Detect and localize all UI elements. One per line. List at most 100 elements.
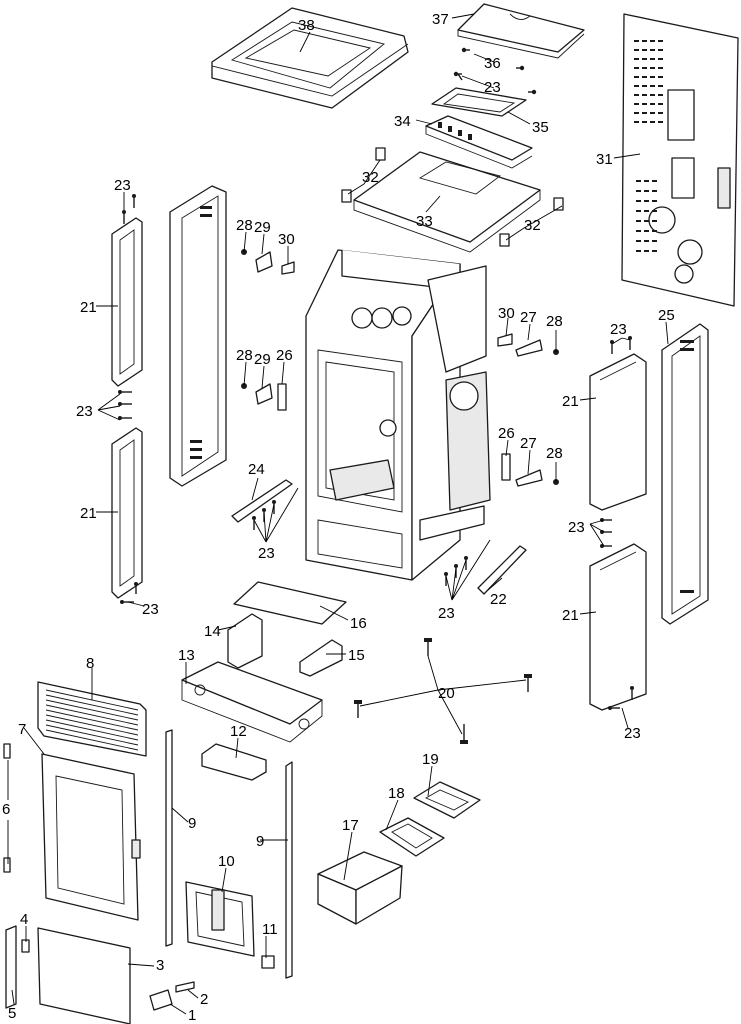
part-21-left-frame-upper xyxy=(111,217,143,387)
rear-vent-slot xyxy=(650,112,655,114)
rear-vent-slot xyxy=(634,103,639,105)
callout-16: 16 xyxy=(350,615,367,632)
rear-vent-slot xyxy=(658,58,663,60)
rear-vent-slot xyxy=(644,190,649,192)
callout-15: 15 xyxy=(348,647,365,664)
part-1-latch xyxy=(149,989,173,1011)
part-35-gasket xyxy=(431,87,527,117)
callout-23a: 23 xyxy=(114,177,131,194)
rear-vent-slot xyxy=(650,58,655,60)
callout-27a: 27 xyxy=(520,309,537,326)
callout-1: 1 xyxy=(188,1007,196,1024)
part-33-top-frame xyxy=(353,151,541,253)
part-17-ash-pan xyxy=(317,851,403,925)
callout-32a: 32 xyxy=(362,169,379,186)
rear-vent-slot xyxy=(644,220,649,222)
rear-vent-slot xyxy=(652,190,657,192)
callout-2: 2 xyxy=(200,991,208,1008)
rear-vent-slot xyxy=(658,85,663,87)
part-20-feet xyxy=(354,638,532,744)
part-16-plate xyxy=(233,581,347,625)
rear-vent-slot xyxy=(652,250,657,252)
rear-vent-slot xyxy=(644,180,649,182)
part-2-pin xyxy=(175,981,195,993)
callout-30b: 30 xyxy=(498,305,515,322)
callout-labels: 1 2 3 4 5 6 7 8 9 9 10 11 12 13 14 15 16… xyxy=(2,11,675,1024)
callout-23d: 23 xyxy=(610,321,627,338)
callout-26b: 26 xyxy=(498,425,515,442)
part-5-bracket xyxy=(5,925,17,1009)
part-23-screws xyxy=(118,73,634,710)
callout-21d: 21 xyxy=(562,607,579,624)
rear-vent-slot xyxy=(634,112,639,114)
rear-vent-slot xyxy=(642,94,647,96)
rear-vent-slot xyxy=(644,210,649,212)
callout-23g: 23 xyxy=(258,545,275,562)
grille-slat xyxy=(45,694,139,716)
part-15-bracket xyxy=(299,639,343,677)
part-34-bracket xyxy=(425,115,533,169)
rear-vent-slot xyxy=(652,220,657,222)
callout-9a: 9 xyxy=(188,815,196,832)
grille-slat xyxy=(45,714,139,736)
rear-vent-slot xyxy=(634,58,639,60)
rear-vent-slot xyxy=(634,94,639,96)
callout-8: 8 xyxy=(86,655,94,672)
part-26-bracket-right xyxy=(501,453,511,481)
rear-vent-slot xyxy=(650,121,655,123)
part-13-base-frame xyxy=(181,661,323,743)
rear-vent-slot xyxy=(650,85,655,87)
rear-vent-slot xyxy=(652,240,657,242)
part-21-left-frame-lower xyxy=(111,427,143,599)
rear-vent-slot xyxy=(642,40,647,42)
callout-36: 36 xyxy=(484,55,501,72)
rear-vent-slot xyxy=(658,40,663,42)
callout-21b: 21 xyxy=(80,505,97,522)
rear-vent-slot xyxy=(636,230,641,232)
callout-29b: 29 xyxy=(254,351,271,368)
callout-9b: 9 xyxy=(256,833,264,850)
rear-vent-slot xyxy=(634,67,639,69)
grille-slat xyxy=(45,719,139,741)
callout-5: 5 xyxy=(8,1005,16,1022)
part-14-bracket xyxy=(227,613,263,669)
callout-28a: 28 xyxy=(236,217,253,234)
rear-vent-slot xyxy=(636,190,641,192)
callout-33: 33 xyxy=(416,213,433,230)
rear-vent-slot xyxy=(658,94,663,96)
part-18-gasket xyxy=(379,817,445,857)
part-21-right-panel-upper xyxy=(589,353,647,511)
rear-vent-slot xyxy=(644,250,649,252)
rear-vent-slot xyxy=(642,49,647,51)
rear-vent-slot xyxy=(636,200,641,202)
callout-31: 31 xyxy=(596,151,613,168)
part-25-right-side-panel xyxy=(661,323,709,625)
rear-vent-slot xyxy=(634,76,639,78)
rear-vent-slot xyxy=(636,250,641,252)
rear-vent-slot xyxy=(644,240,649,242)
rear-vent-slot xyxy=(650,67,655,69)
rear-vent-slot xyxy=(658,49,663,51)
part-3-lower-door xyxy=(37,927,131,1024)
rear-vent-slot xyxy=(642,121,647,123)
rear-vent-slot xyxy=(652,210,657,212)
part-31-rear-panel xyxy=(621,13,739,307)
callout-29a: 29 xyxy=(254,219,271,236)
callout-23b: 23 xyxy=(76,403,93,420)
rear-vent-slot xyxy=(650,76,655,78)
part-36-screws xyxy=(453,47,537,95)
callout-23h: 23 xyxy=(438,605,455,622)
rear-vent-slot xyxy=(636,210,641,212)
rear-vent-slot xyxy=(658,103,663,105)
callout-3: 3 xyxy=(156,957,164,974)
callout-28b: 28 xyxy=(236,347,253,364)
callout-24: 24 xyxy=(248,461,265,478)
part-19-plate xyxy=(413,781,481,819)
rear-vent-slot xyxy=(644,230,649,232)
callout-6: 6 xyxy=(2,801,10,818)
callout-23c: 23 xyxy=(142,601,159,618)
part-21-right-panel-lower xyxy=(589,543,647,711)
rear-vent-slot xyxy=(642,76,647,78)
callout-28c: 28 xyxy=(546,313,563,330)
part-12-bracket xyxy=(201,743,267,781)
